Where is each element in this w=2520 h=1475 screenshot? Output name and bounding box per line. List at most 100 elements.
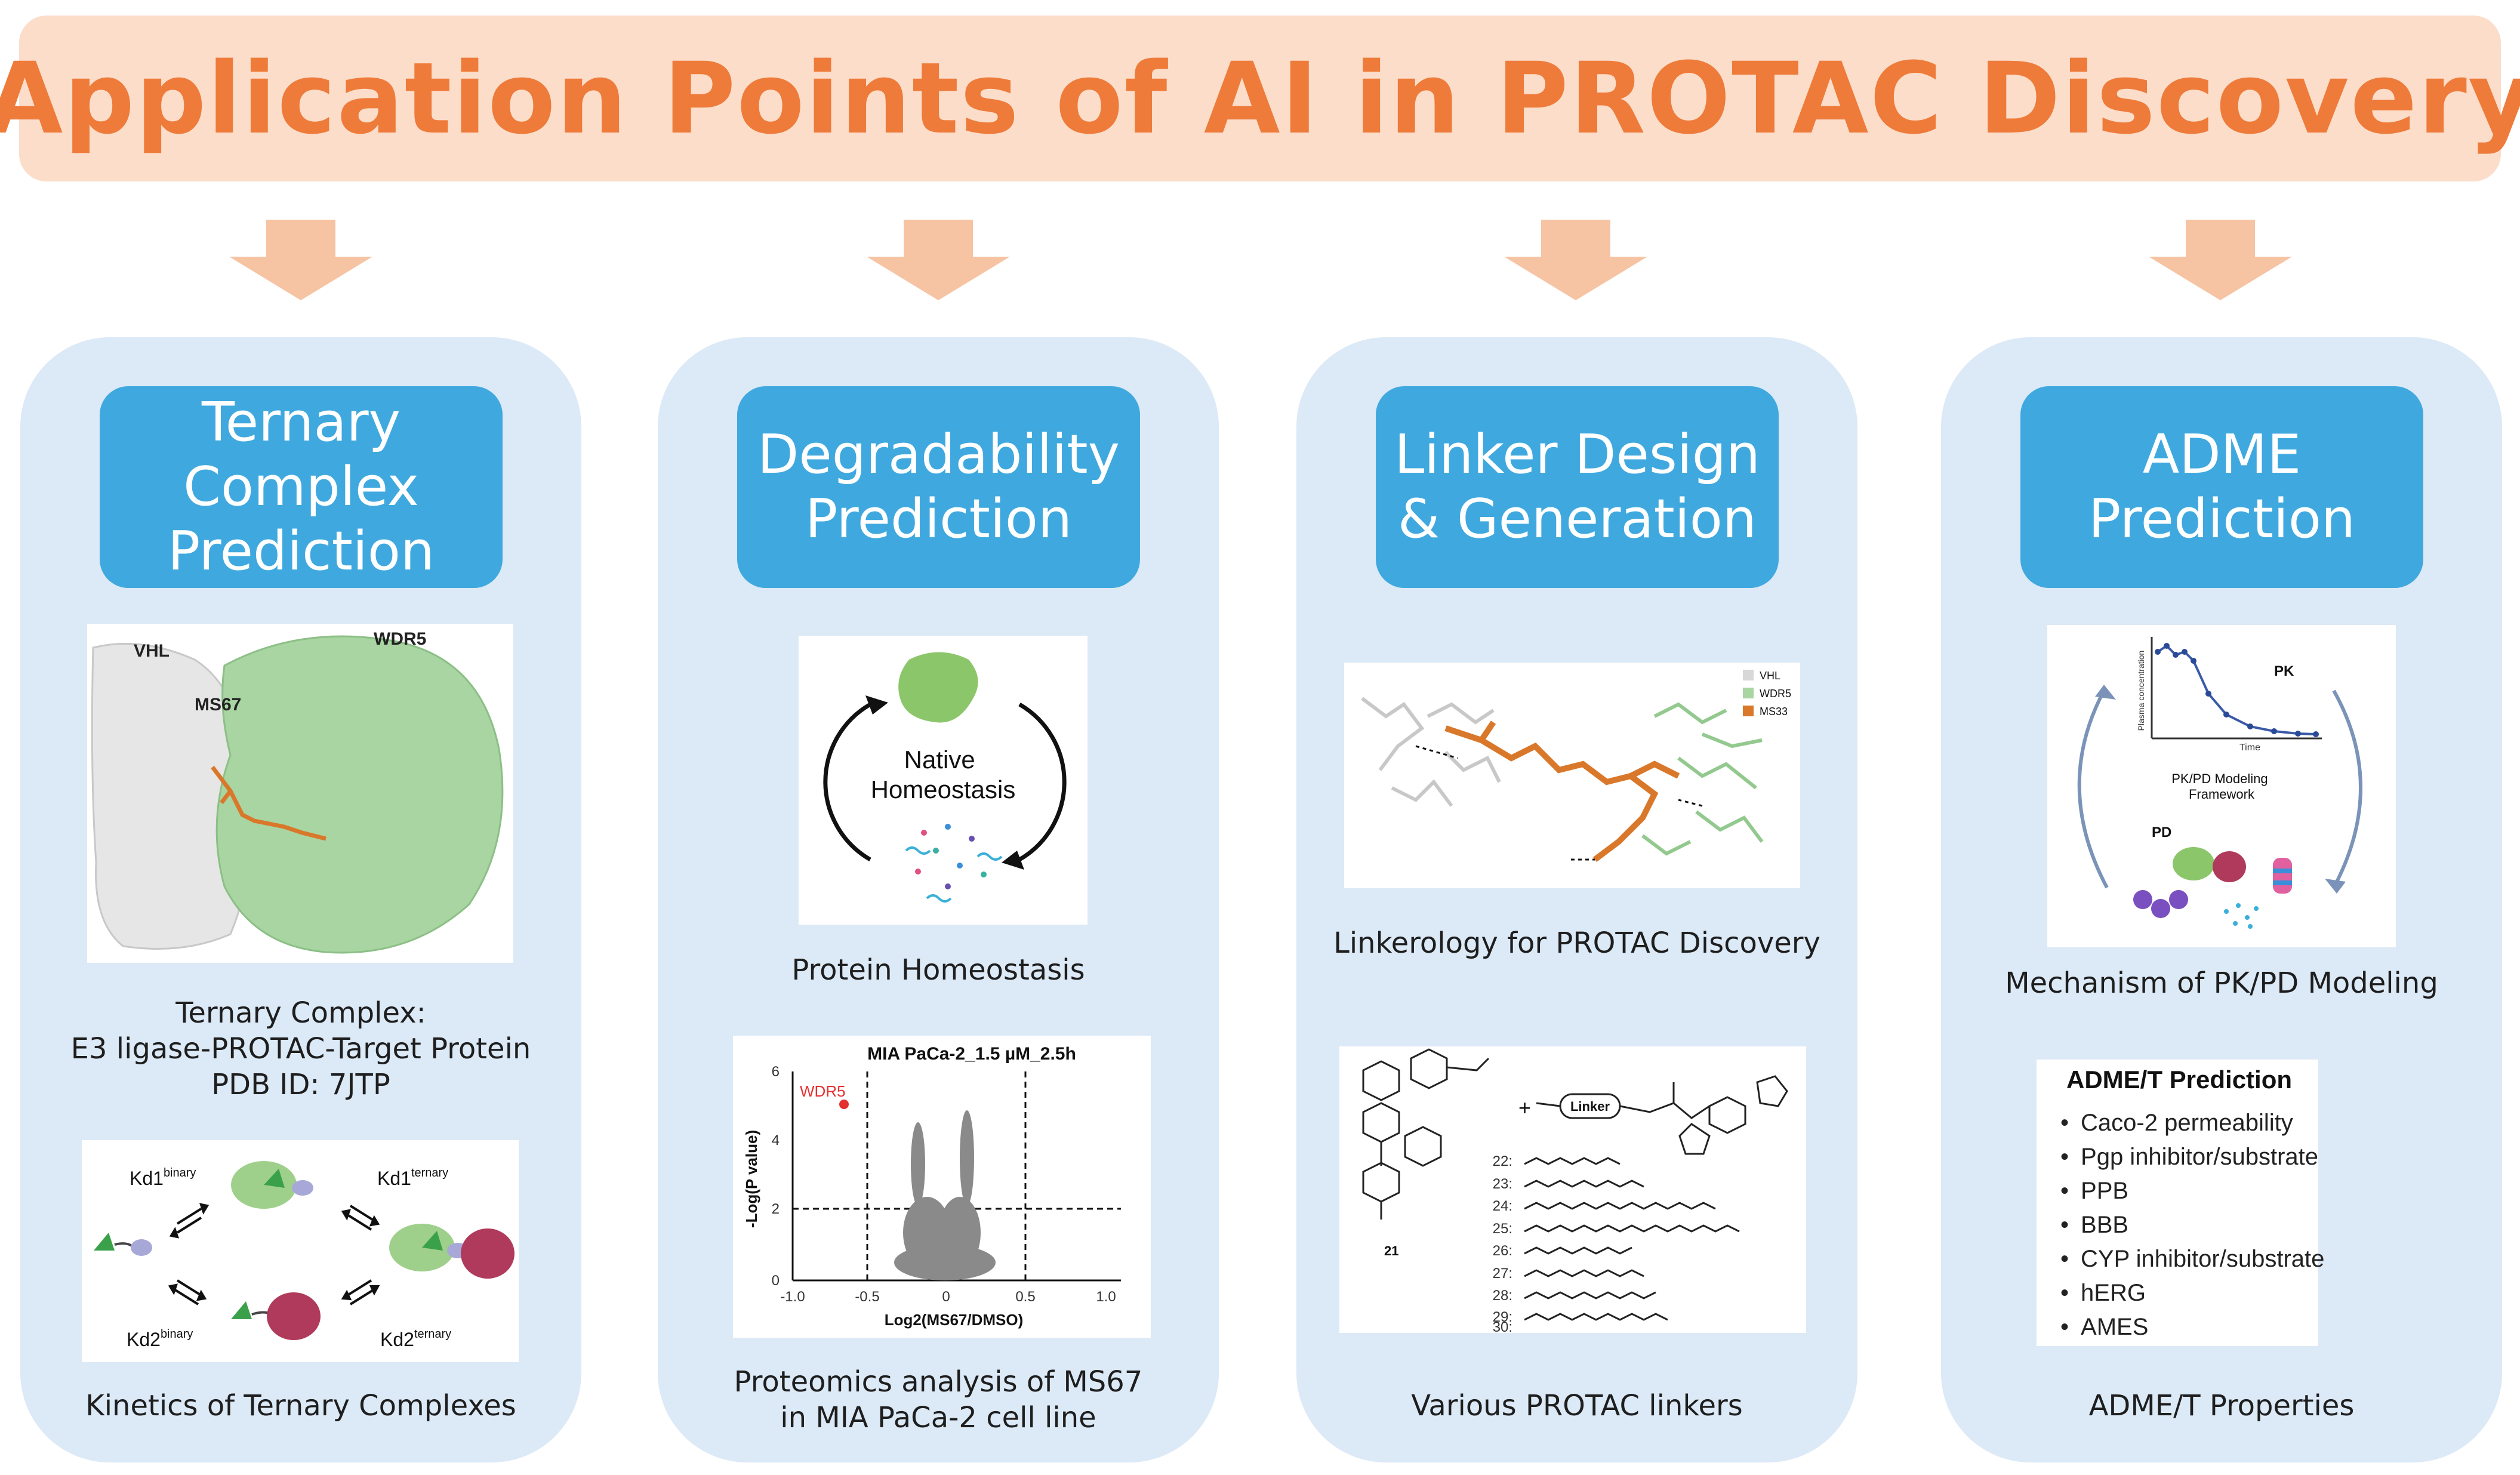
- svg-text:Plasma concentration: Plasma concentration: [2136, 651, 2146, 731]
- pd-complex-icon: [2133, 847, 2292, 929]
- svg-text:22:: 22:: [1493, 1153, 1512, 1169]
- degraded-fragments-icon: [905, 824, 1003, 903]
- caption-protein-homeostasis: Protein Homeostasis: [791, 953, 1085, 987]
- down-arrow-icon: [867, 220, 1010, 300]
- e3-binary-icon: [231, 1161, 313, 1209]
- caption-pkpd: Mechanism of PK/PD Modeling: [2005, 966, 2438, 1000]
- adme-item: hERG: [2060, 1276, 2324, 1310]
- svg-text:28:: 28:: [1493, 1288, 1512, 1304]
- structure-legend: VHL WDR5 MS33: [1743, 670, 1791, 718]
- wdr5-residues: [1641, 702, 1764, 856]
- svg-text:Kd1binary: Kd1binary: [130, 1166, 196, 1189]
- pd-label: PD: [2152, 824, 2171, 840]
- svg-text:1.0: 1.0: [1096, 1289, 1116, 1305]
- arrow-right-cycle-icon: [1002, 851, 1024, 870]
- svg-text:-1.0: -1.0: [780, 1289, 805, 1305]
- adme-item: PPB: [2060, 1174, 2324, 1208]
- free-protac-icon: [94, 1233, 152, 1256]
- title-banner: Application Points of AI in PROTAC Disco…: [0, 16, 2520, 181]
- volcano-plot: MIA PaCa-2_1.5 µM_2.5h WDR5 -1.0 -0.5 0 …: [733, 1036, 1151, 1338]
- svg-text:2: 2: [772, 1201, 780, 1217]
- heading-label: Degradability Prediction: [757, 423, 1120, 550]
- linker-chemistry-figure: 21 + Linker 22:: [1339, 1046, 1806, 1335]
- heading-label: Linker Design & Generation: [1394, 423, 1760, 550]
- kd1-binary-sup: binary: [164, 1166, 196, 1180]
- svg-text:23:: 23:: [1493, 1176, 1512, 1192]
- cycle-arrow-right-icon: [2332, 689, 2362, 889]
- svg-text:Linker: Linker: [1570, 1099, 1610, 1114]
- svg-text:VHL: VHL: [1760, 670, 1780, 682]
- target-binary-icon: [231, 1292, 321, 1340]
- vhl-ligand-structure: [1536, 1075, 1788, 1155]
- vhl-surface: [91, 642, 253, 950]
- heading-pill: ADME Prediction: [2020, 386, 2423, 588]
- label-ms67: MS67: [195, 695, 241, 715]
- protein-icon: [898, 652, 978, 723]
- adme-list: Caco-2 permeability Pgp inhibitor/substr…: [2060, 1106, 2324, 1344]
- adme-prediction-box: ADME/T Prediction Caco-2 permeability Pg…: [2037, 1060, 2324, 1346]
- svg-text:4: 4: [772, 1132, 780, 1148]
- svg-text:0: 0: [942, 1289, 950, 1305]
- svg-text:Kd2ternary: Kd2ternary: [380, 1328, 451, 1350]
- svg-text:+: +: [1518, 1095, 1531, 1120]
- kd2-binary-sup: binary: [161, 1328, 193, 1341]
- adme-item: BBB: [2060, 1208, 2324, 1242]
- svg-text:6: 6: [772, 1064, 780, 1080]
- svg-text:Time: Time: [2239, 743, 2260, 753]
- heading-label: Ternary Complex Prediction: [167, 391, 435, 583]
- column-adme: ADME Prediction Time Plasma concentratio…: [1941, 337, 2502, 1462]
- caption-ternary-complex: Ternary Complex: E3 ligase-PROTAC-Target…: [70, 996, 531, 1101]
- compound-21-structure: [1362, 1048, 1490, 1220]
- native-label-1: Native: [904, 746, 975, 774]
- adme-item: AMES: [2060, 1310, 2324, 1344]
- heading-label: ADME Prediction: [2088, 423, 2356, 550]
- column-ternary-complex: Ternary Complex Prediction VHL WDR5 MS67…: [20, 337, 581, 1462]
- kd2-ternary-sup: ternary: [414, 1328, 451, 1341]
- wdr5-point: [839, 1100, 849, 1109]
- cycle-arrow-left-icon: [2077, 689, 2109, 889]
- svg-text:MS33: MS33: [1760, 706, 1788, 718]
- kd1-binary-label: Kd1: [130, 1168, 164, 1189]
- caption-linkerology: Linkerology for PROTAC Discovery: [1333, 926, 1820, 960]
- caption-adme: ADME/T Properties: [2088, 1389, 2355, 1422]
- adme-item: Caco-2 permeability: [2060, 1106, 2324, 1140]
- heading-pill: Linker Design & Generation: [1376, 386, 1779, 588]
- svg-text:27:: 27:: [1493, 1265, 1512, 1282]
- adme-item: CYP inhibitor/substrate: [2060, 1242, 2324, 1276]
- vhl-residues: [1361, 697, 1501, 807]
- svg-text:Kd1ternary: Kd1ternary: [377, 1166, 448, 1189]
- down-arrow-icon: [229, 220, 372, 300]
- homeostasis-figure: Native Homeostasis: [799, 636, 1088, 925]
- volcano-points: [894, 1110, 996, 1280]
- wdr5-surface: [215, 635, 504, 954]
- svg-text:Kd2binary: Kd2binary: [127, 1328, 193, 1350]
- caption-proteomics: Proteomics analysis of MS67 in MIA PaCa-…: [734, 1365, 1143, 1434]
- kd2-ternary-label: Kd2: [380, 1329, 414, 1350]
- pk-label: PK: [2274, 663, 2294, 679]
- adme-title: ADME/T Prediction: [2066, 1066, 2293, 1094]
- kinetics-figure: Kd1binary Kd1ternary Kd2binary Kd2ternar…: [82, 1140, 519, 1362]
- heading-pill: Ternary Complex Prediction: [100, 386, 503, 588]
- label-vhl: VHL: [134, 641, 170, 661]
- svg-text:21: 21: [1384, 1243, 1398, 1258]
- kd1-ternary-label: Kd1: [377, 1168, 411, 1189]
- down-arrow-icon: [2149, 220, 2292, 300]
- native-label-2: Homeostasis: [871, 775, 1016, 803]
- ms67-molecule: [211, 765, 326, 841]
- arrow-left-cycle-icon: [865, 695, 888, 715]
- svg-text:26:: 26:: [1493, 1243, 1512, 1259]
- svg-text:-0.5: -0.5: [855, 1289, 879, 1305]
- linker-structure-figure: VHL WDR5 MS33: [1344, 663, 1800, 888]
- svg-text:0: 0: [772, 1273, 780, 1289]
- svg-text:30:: 30:: [1493, 1319, 1512, 1333]
- kd2-binary-label: Kd2: [127, 1329, 161, 1350]
- wdr5-label: WDR5: [800, 1082, 846, 1100]
- label-wdr5: WDR5: [374, 629, 426, 649]
- kd1-ternary-sup: ternary: [411, 1166, 448, 1180]
- ternary-complex-icon: [389, 1224, 515, 1279]
- column-linker-design: Linker Design & Generation: [1296, 337, 1857, 1462]
- down-arrow-icon: [1504, 220, 1647, 300]
- volcano-xlabel: Log2(MS67/DMSO): [885, 1311, 1024, 1329]
- pkpd-framework-label: PK/PD Modeling Framework: [2171, 771, 2272, 802]
- svg-text:25:: 25:: [1493, 1221, 1512, 1237]
